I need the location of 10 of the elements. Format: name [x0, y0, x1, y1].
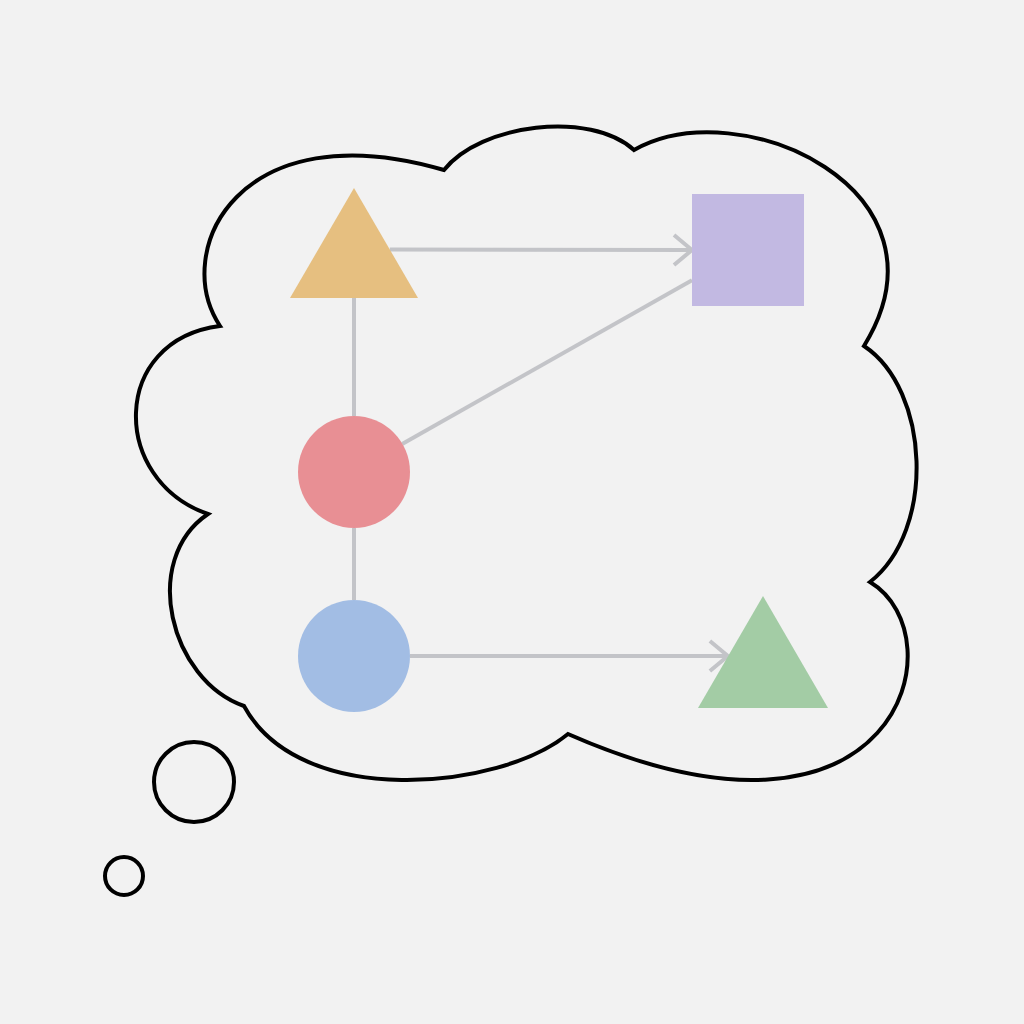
circle-node [298, 600, 410, 712]
arrow [410, 639, 730, 674]
connector-line [352, 528, 356, 600]
triangle-node [698, 596, 828, 708]
connector-line [401, 278, 693, 446]
arrow [389, 233, 694, 267]
square-node [692, 194, 804, 306]
connector-line [352, 298, 356, 416]
triangle-node [290, 188, 418, 298]
circle-node [298, 416, 410, 528]
